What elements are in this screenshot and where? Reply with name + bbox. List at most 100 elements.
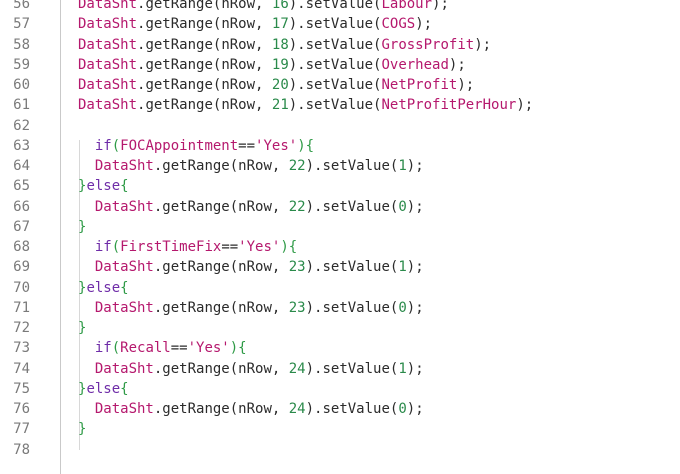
code-token: 18 <box>271 36 289 53</box>
code-token: 21 <box>271 97 289 114</box>
code-text[interactable]: } <box>78 318 86 338</box>
code-token: == <box>221 239 239 255</box>
line-number: 68 <box>13 239 30 255</box>
code-text[interactable]: DataSht.getRange(nRow, 23).setValue(1); <box>78 257 424 277</box>
code-text[interactable]: DataSht.getRange(nRow, 18).setValue(Gros… <box>78 35 491 55</box>
code-token: ); <box>474 36 492 53</box>
code-text[interactable]: } <box>78 419 86 439</box>
code-line[interactable]: 71 DataSht.getRange(nRow, 23).setValue(0… <box>0 298 680 318</box>
code-line[interactable]: 60 DataSht.getRange(nRow, 20).setValue(Ne… <box>0 75 680 95</box>
code-token: .getRange( <box>137 97 222 114</box>
code-line[interactable]: 77} <box>0 419 680 439</box>
code-text[interactable]: }else{ <box>78 379 129 399</box>
line-number-gutter <box>0 0 61 474</box>
code-line[interactable]: 74 DataSht.getRange(nRow, 24).setValue(1… <box>0 359 680 379</box>
code-line[interactable]: 65}else{ <box>0 176 680 196</box>
code-token: .getRange( <box>137 16 222 33</box>
code-text[interactable]: DataSht.getRange(nRow, 21).setValue(NetP… <box>78 95 533 115</box>
code-token: 0 <box>398 299 407 316</box>
code-token: DataSht <box>94 299 154 316</box>
code-text[interactable]: DataSht.getRange(nRow, 17).setValue(COGS… <box>78 14 432 34</box>
code-token: 17 <box>271 16 289 33</box>
code-token: nRow, <box>238 360 289 377</box>
code-token: ).setValue( <box>305 259 399 276</box>
code-token: ( <box>111 340 121 357</box>
code-text[interactable]: if(Recall=='Yes'){ <box>78 338 247 358</box>
code-token: 19 <box>271 56 289 73</box>
code-token: nRow, <box>221 36 272 53</box>
code-text[interactable]: if(FirstTimeFix=='Yes'){ <box>78 237 297 257</box>
code-token: } <box>78 421 87 438</box>
line-number: 57 <box>13 16 30 33</box>
code-token: DataSht <box>94 401 154 417</box>
line-number: 69 <box>13 259 30 276</box>
code-token: DataSht <box>94 360 154 377</box>
code-text[interactable]: DataSht.getRange(nRow, 20).setValue(NetP… <box>78 75 474 95</box>
code-token: Recall <box>120 340 171 357</box>
code-text[interactable]: DataSht.getRange(nRow, 24).setValue(0); <box>78 399 424 419</box>
code-token: } <box>78 380 87 397</box>
code-line[interactable]: 66 DataSht.getRange(nRow, 22).setValue(0… <box>0 197 680 217</box>
code-token: .getRange( <box>153 259 239 276</box>
code-text[interactable]: DataSht.getRange(nRow, 22).setValue(0); <box>78 197 424 217</box>
code-text[interactable]: DataSht.getRange(nRow, 19).setValue(Over… <box>78 55 466 75</box>
indent <box>78 340 95 356</box>
code-line[interactable]: 76 DataSht.getRange(nRow, 24).setValue(0… <box>0 399 680 419</box>
code-line[interactable]: 75}else{ <box>0 379 680 399</box>
code-text[interactable]: }else{ <box>78 176 129 196</box>
code-token: nRow, <box>238 401 289 417</box>
code-token: if <box>94 239 112 255</box>
line-number: 70 <box>13 279 30 296</box>
code-text[interactable]: } <box>78 217 86 237</box>
code-token: .getRange( <box>137 36 222 53</box>
code-token: .getRange( <box>153 198 239 215</box>
code-token: ).setValue( <box>288 36 382 53</box>
code-token: 0 <box>398 401 407 417</box>
code-line[interactable]: 67} <box>0 217 680 237</box>
code-line[interactable]: 64 DataSht.getRange(nRow, 22).setValue(1… <box>0 156 680 176</box>
code-token: .getRange( <box>153 360 239 377</box>
code-text[interactable]: DataSht.getRange(nRow, 16).setValue(Labo… <box>78 0 449 14</box>
code-line[interactable]: 63 if(FOCAppointment=='Yes'){ <box>0 136 680 156</box>
code-token: ); <box>406 401 424 417</box>
code-token: 23 <box>288 259 306 276</box>
code-token: DataSht <box>78 0 138 12</box>
code-token: DataSht <box>78 16 138 33</box>
code-text[interactable]: DataSht.getRange(nRow, 23).setValue(0); <box>78 298 424 318</box>
code-line[interactable]: 70 }else{ <box>0 278 680 298</box>
line-number: 60 <box>13 77 30 93</box>
code-token: nRow, <box>221 77 272 93</box>
code-token: { <box>120 380 129 397</box>
code-text[interactable]: if(FOCAppointment=='Yes'){ <box>78 136 314 156</box>
code-token: .getRange( <box>137 77 222 93</box>
code-token: ){ <box>280 239 298 255</box>
code-token: 20 <box>271 77 289 93</box>
code-token: DataSht <box>78 56 138 73</box>
code-line[interactable]: 68 if(FirstTimeFix=='Yes'){ <box>0 237 680 257</box>
code-token: ); <box>415 16 433 33</box>
code-token: ); <box>406 198 424 215</box>
code-token: NetProfit <box>381 77 458 93</box>
code-token: DataSht <box>94 198 154 215</box>
code-token: ); <box>406 299 424 316</box>
code-line[interactable]: 72} <box>0 318 680 338</box>
code-token: DataSht <box>78 77 138 93</box>
code-token: ).setValue( <box>305 360 399 377</box>
code-text[interactable]: DataSht.getRange(nRow, 22).setValue(1); <box>78 156 424 176</box>
code-text[interactable]: DataSht.getRange(nRow, 24).setValue(1); <box>78 359 424 379</box>
code-line[interactable]: 57 DataSht.getRange(nRow, 17).setValue(CO… <box>0 14 680 34</box>
code-token: ); <box>406 158 424 174</box>
code-line[interactable]: 69 DataSht.getRange(nRow, 23).setValue(1… <box>0 257 680 277</box>
indent-guide <box>79 140 80 450</box>
code-token: } <box>78 178 87 195</box>
code-line[interactable]: 78 <box>0 440 680 460</box>
code-line[interactable]: 73 if(Recall=='Yes'){ <box>0 338 680 358</box>
code-text[interactable]: }else{ <box>78 278 129 298</box>
code-line[interactable]: 62 <box>0 116 680 136</box>
